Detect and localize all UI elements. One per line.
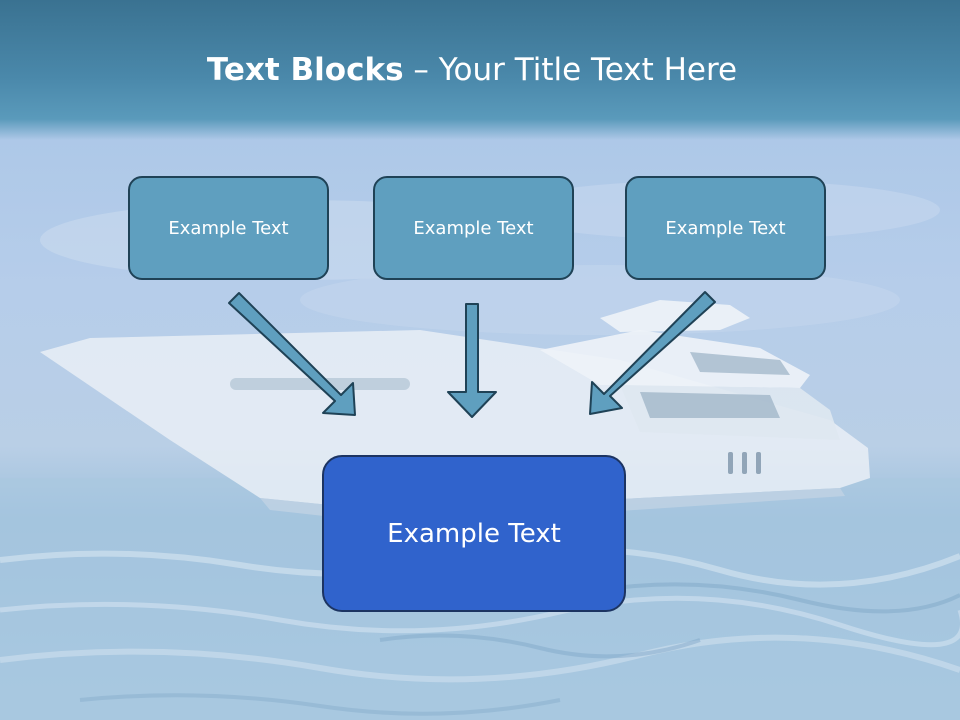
title-bold-part: Text Blocks xyxy=(206,52,404,88)
text-block-1[interactable]: Example Text xyxy=(128,176,329,280)
title-rest-part: – Your Title Text Here xyxy=(403,52,738,88)
arrow-right-icon xyxy=(589,291,716,415)
target-text-block[interactable]: Example Text xyxy=(322,455,626,612)
arrow-left-icon xyxy=(228,292,356,416)
arrow-center-icon xyxy=(447,303,497,418)
text-block-3[interactable]: Example Text xyxy=(625,176,826,280)
title-band xyxy=(0,0,960,140)
text-block-3-label: Example Text xyxy=(665,217,786,239)
slide-title: Text Blocks – Your Title Text Here xyxy=(0,52,944,88)
text-block-1-label: Example Text xyxy=(168,217,289,239)
target-text-block-label: Example Text xyxy=(387,518,561,549)
text-block-2[interactable]: Example Text xyxy=(373,176,574,280)
text-block-2-label: Example Text xyxy=(413,217,534,239)
